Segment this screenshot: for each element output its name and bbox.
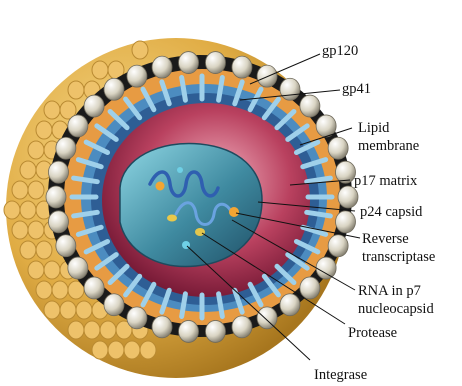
label-reverse-transcriptase-line2: transcriptase <box>362 249 435 265</box>
nucleocapsid-dot <box>167 215 177 222</box>
gp120-knob <box>205 52 225 74</box>
surface-cell <box>28 261 44 279</box>
gp120-knob <box>152 316 172 338</box>
surface-cell <box>28 221 44 239</box>
surface-cell <box>20 161 36 179</box>
surface-cell <box>20 201 36 219</box>
gp120-knob <box>316 115 336 137</box>
surface-cell <box>12 221 28 239</box>
surface-cell <box>92 341 108 359</box>
gp120-knob <box>104 78 124 100</box>
label-integrase: Integrase <box>314 367 367 383</box>
gp120-knob <box>179 320 199 342</box>
gp120-knob <box>280 294 300 316</box>
label-lipid-membrane-line2: membrane <box>358 138 419 154</box>
surface-cell <box>92 61 108 79</box>
surface-cell <box>44 101 60 119</box>
protease-dot <box>195 228 205 236</box>
surface-cell <box>76 301 92 319</box>
gp41-stalk <box>74 178 98 182</box>
gp41-stalk <box>307 178 331 182</box>
p24-capsid-dot <box>229 207 239 217</box>
surface-cell <box>52 281 68 299</box>
surface-cell <box>100 321 116 339</box>
label-p17-matrix: p17 matrix <box>354 173 418 189</box>
surface-cell <box>44 261 60 279</box>
gp120-knob <box>316 257 336 279</box>
gp120-knob <box>257 307 277 329</box>
gp120-knob <box>84 95 104 117</box>
surface-cell <box>36 241 52 259</box>
gp120-knob <box>300 277 320 299</box>
surface-cell <box>28 141 44 159</box>
gp120-knob <box>56 137 76 159</box>
surface-cell <box>140 341 156 359</box>
gp120-knob <box>68 115 88 137</box>
gp120-knob <box>46 186 66 208</box>
gp120-knob <box>338 186 358 208</box>
gp120-knob <box>205 320 225 342</box>
label-reverse-transcriptase-line1: Reverse <box>362 231 409 247</box>
surface-cell <box>28 181 44 199</box>
gp120-knob <box>152 56 172 78</box>
surface-cell <box>68 81 84 99</box>
surface-cell <box>108 341 124 359</box>
surface-cell <box>12 181 28 199</box>
surface-cell <box>36 281 52 299</box>
gp120-knob <box>336 211 356 233</box>
label-rna-nucleocapsid-line1: RNA in p7 <box>358 283 421 299</box>
surface-cell <box>124 341 140 359</box>
gp120-knob <box>127 65 147 87</box>
gp120-knob <box>68 257 88 279</box>
cutaway <box>46 52 358 343</box>
label-lipid-membrane-line1: Lipid <box>358 120 390 136</box>
gp120-knob <box>328 235 348 257</box>
gp120-knob <box>48 161 68 183</box>
gp120-knob <box>84 277 104 299</box>
surface-cell <box>36 121 52 139</box>
label-p24-capsid: p24 capsid <box>360 204 423 220</box>
surface-cell <box>4 201 20 219</box>
label-protease: Protease <box>348 325 397 341</box>
label-gp41: gp41 <box>342 81 371 97</box>
gp120-knob <box>300 95 320 117</box>
surface-cell <box>44 301 60 319</box>
label-rna-nucleocapsid-line2: nucleocapsid <box>358 301 434 317</box>
gp120-knob <box>328 137 348 159</box>
gp120-knob <box>104 294 124 316</box>
gp120-knob <box>232 316 252 338</box>
extra-dot <box>177 167 183 173</box>
surface-cell <box>132 41 148 59</box>
gp120-knob <box>56 235 76 257</box>
gp120-knob <box>280 78 300 100</box>
gp41-stalk <box>74 212 98 216</box>
surface-cell <box>84 321 100 339</box>
gp120-knob <box>179 52 199 74</box>
gp120-knob <box>232 56 252 78</box>
reverse-transcriptase-dot <box>156 182 165 191</box>
surface-cell <box>60 301 76 319</box>
gp120-knob <box>127 307 147 329</box>
label-gp120: gp120 <box>322 43 358 59</box>
surface-cell <box>68 321 84 339</box>
gp120-knob <box>48 211 68 233</box>
surface-cell <box>20 241 36 259</box>
gp41-stalk <box>307 212 331 216</box>
